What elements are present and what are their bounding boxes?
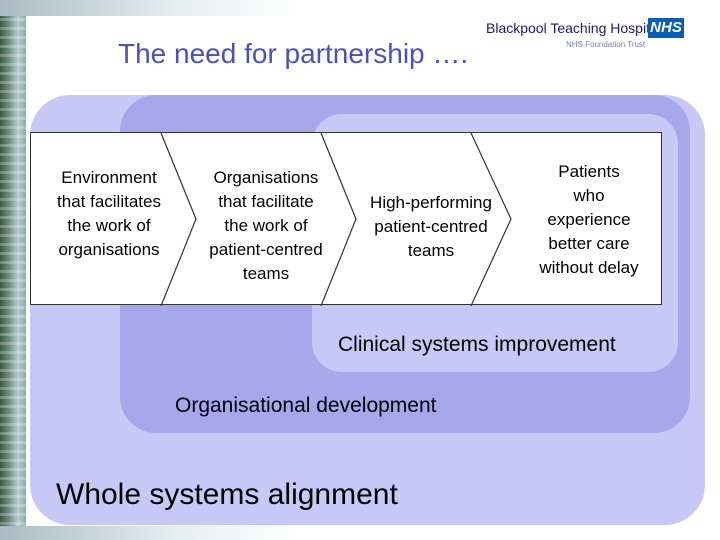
building-photo-strip [0, 0, 26, 540]
stage-line: who [573, 186, 605, 205]
stage-line: better care [548, 234, 630, 253]
stage-line: Environment [61, 168, 157, 187]
clinical-systems-label: Clinical systems improvement [338, 333, 616, 356]
stage-line: patient-centred [374, 217, 488, 236]
slide-title: The need for partnership …. [118, 38, 469, 69]
partnership-flow-box: Environment that facilitates the work of or… [30, 132, 662, 306]
organisational-development-label: Organisational development [175, 394, 437, 417]
stage-line: patient-centred [209, 240, 323, 259]
stage-environment: Environment that facilitates the work of or… [39, 166, 179, 262]
whole-systems-label: Whole systems alignment [56, 478, 398, 511]
stage-patients: Patients who experience better care without … [523, 160, 655, 280]
stage-line: that facilitate [218, 192, 314, 211]
header-photo-strip [0, 0, 300, 16]
stage-line: Patients [558, 162, 620, 181]
chevron-divider-2 [320, 133, 357, 306]
stage-line: teams [407, 241, 455, 260]
chevron-dividers [160, 133, 512, 306]
stage-line: the work of [67, 216, 151, 235]
stage-line: Organisations [213, 168, 319, 187]
stage-line: that facilitates [57, 192, 161, 211]
logo-name: Blackpool Teaching Hospitals [486, 20, 668, 36]
stage-line: organisations [58, 240, 160, 259]
stage-line: experience [547, 210, 631, 229]
chevron-divider-1 [160, 133, 197, 306]
stage-line: High-performing [370, 193, 492, 212]
stage-line: without delay [539, 258, 639, 277]
hospital-logo: Blackpool Teaching Hospitals NHS NHS Fou… [486, 18, 686, 49]
stage-teams: High-performing patient-centred teams [351, 191, 511, 263]
logo-subtitle: NHS Foundation Trust [566, 40, 646, 49]
stage-organisations: Organisations that facilitate the work of p… [191, 166, 341, 286]
nhs-badge: NHS [648, 18, 684, 38]
stage-line: teams [242, 264, 290, 283]
chevron-divider-3 [470, 133, 512, 306]
footer-photo-strip [0, 526, 300, 540]
stage-line: the work of [224, 216, 308, 235]
